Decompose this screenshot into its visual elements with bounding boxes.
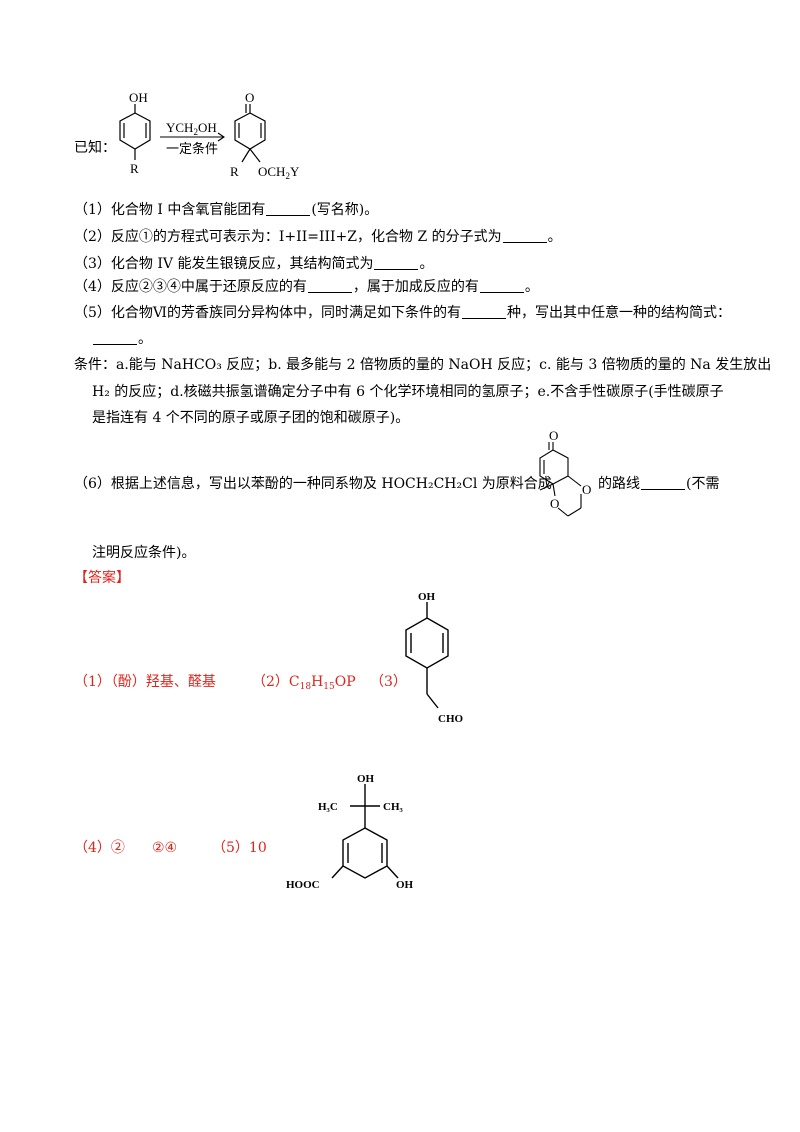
product-och2y: OCH2Y	[258, 164, 300, 181]
conditions-line-1: 条件：a.能与 NaHCO₃ 反应；b. 最多能与 2 倍物质的量的 NaOH …	[74, 357, 772, 373]
reactant-phenol-ring	[119, 104, 151, 160]
reagent-formula: YCH2OH	[166, 120, 217, 137]
question-5-continued: 。	[92, 329, 152, 349]
answer-5-ch3: CH₃	[383, 801, 404, 813]
question-3: （3）化合物 IV 能发生银镜反应，其结构简式为。	[74, 255, 434, 272]
answer-5-hooc: HOOC	[286, 879, 320, 891]
answer-3-label: （3）	[370, 674, 407, 690]
reaction-condition: 一定条件	[166, 141, 218, 156]
conditions-line-2: H₂ 的反应；d.核磁共振氢谱确定分子中有 6 个化学环境相同的氢原子；e.不含…	[92, 384, 724, 400]
answer-blank-4b[interactable]	[479, 278, 524, 293]
answer-4b: ②④	[152, 840, 178, 856]
answer-1: （1）（酚）羟基、醛基	[74, 674, 216, 690]
target-structure: O O O	[539, 428, 591, 517]
answer-blank-2[interactable]	[502, 228, 547, 243]
reactant-oh: OH	[129, 90, 148, 105]
question-6-tail: 的路线(不需	[598, 475, 720, 492]
answer-5-structure: OH H₃C CH₃ HOOC OH	[286, 773, 414, 891]
known-label: 已知：	[74, 140, 116, 156]
answer-5-oh-top: OH	[357, 773, 375, 785]
question-1: （1）化合物 I 中含氧官能团有(写名称)。	[74, 201, 379, 218]
answer-header: 【答案】	[74, 570, 130, 586]
conditions-line-3: 是指连有 4 个不同的原子或原子团的饱和碳原子)。	[92, 410, 410, 426]
answer-blank-1[interactable]	[266, 201, 311, 216]
answer-blank-5a[interactable]	[462, 304, 506, 319]
question-6-continued: 注明反应条件)。	[92, 545, 196, 561]
target-o-right: O	[582, 482, 591, 497]
answer-blank-5b[interactable]	[93, 330, 137, 345]
product-o: O	[245, 90, 254, 105]
answer-3-structure: OH CHO	[405, 591, 464, 725]
question-2: （2）反应①的方程式可表示为：I+II=III+Z，化合物 Z 的分子式为。	[74, 228, 562, 245]
question-4: （4）反应②③④中属于还原反应的有，属于加成反应的有。	[74, 278, 539, 295]
answer-5: （5）10	[212, 840, 267, 856]
product-dienone-ring	[234, 104, 266, 163]
reaction-arrow	[160, 132, 225, 142]
question-6: （6）根据上述信息，写出以苯酚的一种同系物及 HOCH₂CH₂Cl 为原料合成	[74, 476, 552, 492]
target-o-left: O	[550, 496, 559, 511]
answer-4a: （4）②	[74, 840, 125, 856]
answer-3-cho: CHO	[438, 713, 464, 725]
question-5: （5）化合物Ⅵ的芳香族同分异构体中，同时满足如下条件的有种，写出其中任意一种的结…	[74, 304, 731, 321]
answer-5-h3c: H₃C	[318, 801, 338, 813]
answer-blank-6[interactable]	[641, 475, 685, 490]
answer-blank-3[interactable]	[374, 255, 419, 270]
known-reaction-scheme: OH R YCH2OH 一定条件 O R OCH2Y	[119, 90, 300, 181]
answer-3-oh: OH	[418, 591, 436, 603]
answer-2: （2）C18H15OP	[252, 674, 356, 692]
answer-blank-4a[interactable]	[307, 278, 352, 293]
answer-5-oh-bottom: OH	[396, 879, 414, 891]
target-o-top: O	[549, 428, 558, 443]
reactant-r: R	[130, 161, 139, 176]
product-r: R	[230, 164, 239, 179]
